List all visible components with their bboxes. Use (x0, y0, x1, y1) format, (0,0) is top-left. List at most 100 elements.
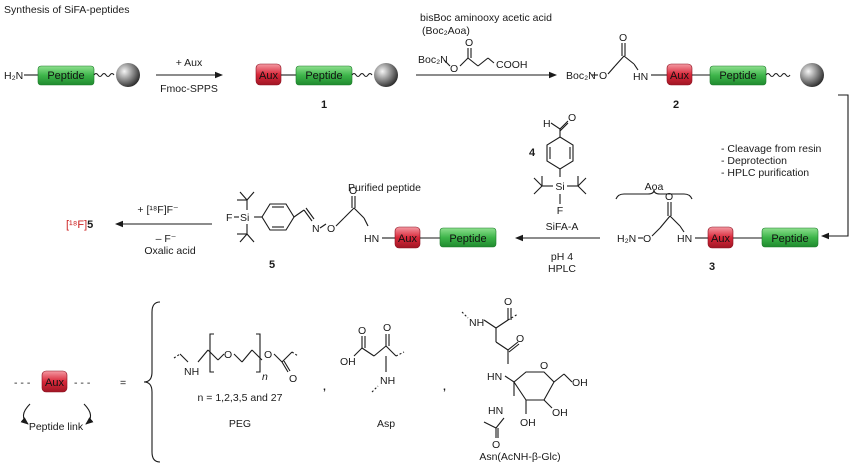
compound-5-number: 5 (269, 259, 275, 271)
compound-3-number: 3 (709, 261, 715, 273)
peptide-label: Peptide (47, 70, 84, 82)
dash-right: - - - (74, 377, 91, 389)
peptide-block: Peptide (761, 227, 819, 248)
aux-block: Aux (666, 63, 693, 86)
nh-label: NH (380, 375, 395, 387)
peptide-block: Peptide (295, 65, 353, 86)
oxygen-label: O (540, 360, 548, 372)
fluoride-reagent-label: + [¹⁸F]F⁻ (137, 204, 179, 216)
peg-n-values: n = 1,2,3,5 and 27 (198, 392, 283, 404)
benzene-ring (261, 203, 295, 231)
peptide-block: Peptide (439, 227, 497, 248)
bracket-right (256, 333, 261, 373)
oxygen-label: O (358, 325, 366, 337)
definition-brace (143, 301, 161, 463)
fmoc-spps-label: Fmoc-SPPS (160, 83, 218, 95)
compound-4-number: 4 (529, 147, 536, 159)
aoa-brace (615, 189, 693, 200)
h-label: H (543, 118, 551, 130)
resin-bead (374, 63, 398, 87)
amine-h2n-label: H₂N (617, 233, 636, 245)
asp-label: Asp (377, 418, 395, 430)
boc2n-label: Boc₂N (566, 70, 596, 82)
f18-isotope-label: [¹⁸F] (66, 219, 87, 231)
aux-block: Aux (394, 226, 421, 249)
resin-linker (765, 72, 791, 78)
asn-label: Asn(AcNH-β-Glc) (479, 451, 560, 463)
aux-block: Aux (41, 370, 68, 393)
oh-label: OH (552, 407, 568, 419)
comma-separator: , (323, 381, 326, 393)
oxygen-label: O (465, 37, 473, 49)
aux-label: Aux (259, 70, 278, 82)
scheme-title: Synthesis of SiFA-peptides (4, 4, 129, 16)
purified-peptide-label: Purified peptide (348, 182, 421, 194)
aoa-label: Aoa (645, 181, 664, 193)
hplc-label: HPLC (548, 263, 576, 275)
oxygen-label: O (568, 112, 576, 124)
dash-left: - - - (14, 377, 31, 389)
reagent-abbrev: (Boc₂Aoa) (422, 25, 470, 37)
step-deprotection: - Deprotection (721, 155, 787, 167)
oxygen-label: O (599, 70, 607, 82)
peptide-label: Peptide (449, 233, 486, 245)
oxygen-label: O (492, 439, 500, 451)
nitrogen-label: N (312, 223, 320, 235)
fluoride-loss-label: – F⁻ (156, 233, 177, 245)
aux-label: Aux (45, 377, 64, 389)
oxygen-label: O (450, 63, 458, 75)
cooh-label: COOH (496, 59, 528, 71)
resin-linker (351, 72, 373, 78)
fluorine-label: F (557, 205, 563, 217)
plus-aux-label: + Aux (176, 57, 203, 69)
equals-sign: = (120, 377, 126, 389)
aux-label: Aux (711, 233, 730, 245)
step-hplc-purification: - HPLC purification (721, 167, 809, 179)
oxygen-label: O (643, 233, 651, 245)
peptide-block: Peptide (37, 65, 95, 86)
peptide-block: Peptide (709, 65, 767, 86)
hn-label: HN (364, 233, 379, 245)
hn-label: HN (487, 371, 502, 383)
aux-label: Aux (398, 233, 417, 245)
final-product-label: [¹⁸F]5 (66, 219, 93, 231)
oxygen-label: O (264, 349, 272, 361)
oxygen-label: O (289, 373, 297, 385)
oxygen-label: O (619, 32, 627, 44)
oxygen-label: O (224, 349, 232, 361)
aux-label: Aux (670, 70, 689, 82)
compound-1-number: 1 (321, 99, 327, 111)
peg-label: PEG (229, 418, 251, 430)
resin-bead (116, 63, 140, 87)
peptide-label: Peptide (719, 70, 756, 82)
aux-block: Aux (255, 63, 282, 86)
oxygen-label: O (383, 322, 391, 334)
reagent-name: bisBoc aminooxy acetic acid (420, 12, 552, 24)
hn-label: HN (677, 233, 692, 245)
benzene-ring (546, 136, 574, 170)
oh-label: OH (340, 356, 356, 368)
nh-label: NH (469, 317, 484, 329)
aux-block: Aux (707, 226, 734, 249)
sifa-a-label: SiFA-A (546, 221, 579, 233)
hn-label: HN (633, 71, 648, 83)
oh-label: OH (520, 417, 536, 429)
oxygen-label: O (504, 296, 512, 308)
oxalic-acid-label: Oxalic acid (144, 245, 196, 257)
oh-label: OH (572, 377, 588, 389)
boc2n-label: Boc₂N (418, 54, 448, 66)
compound-2-number: 2 (673, 99, 679, 111)
bracket-left (209, 333, 214, 373)
silicon-label: Si (240, 212, 249, 224)
amine-h2n-label: H₂N (4, 70, 23, 82)
fluorine-label: F (226, 212, 232, 224)
peptide-label: Peptide (305, 70, 342, 82)
nh-label: NH (184, 366, 199, 378)
oxygen-label: O (327, 223, 335, 235)
oxygen-label: O (349, 185, 357, 197)
hn-label: HN (488, 405, 503, 417)
peptide-link-label: Peptide link (29, 421, 84, 433)
ph-label: pH 4 (551, 251, 573, 263)
glucose-ring (513, 371, 555, 401)
